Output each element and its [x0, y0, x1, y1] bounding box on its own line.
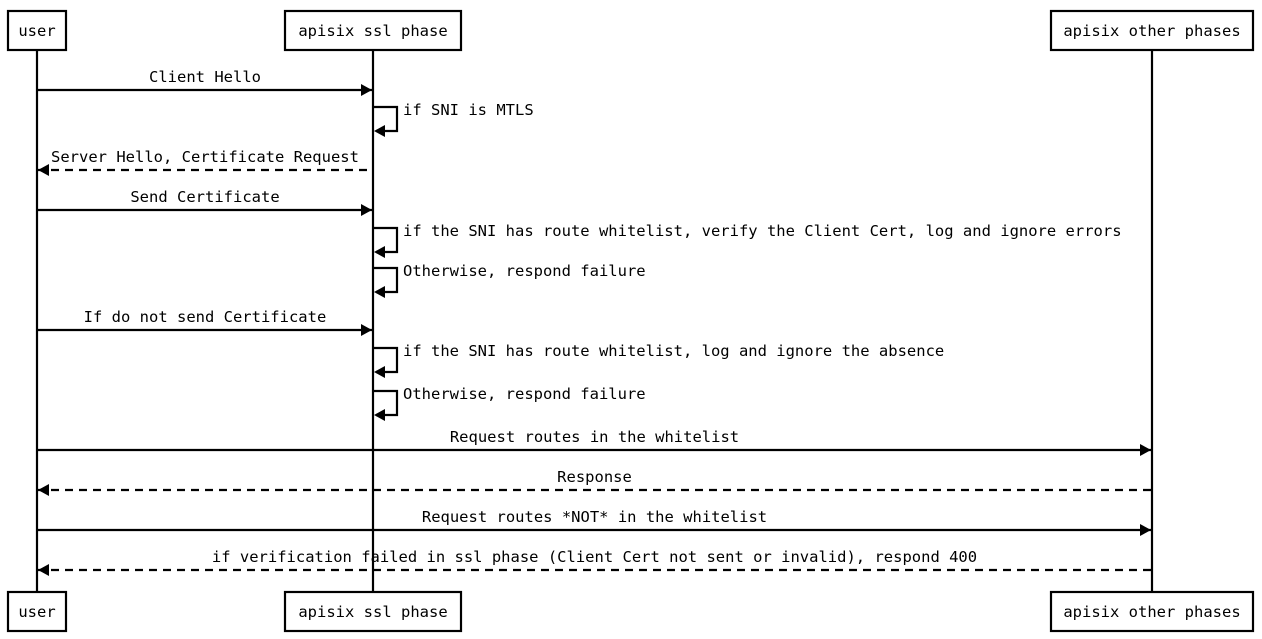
- arrowhead: [38, 164, 49, 176]
- message-label: Request routes *NOT* in the whitelist: [422, 508, 767, 526]
- message-label: Response: [557, 468, 632, 486]
- message-3-arrow[interactable]: Send Certificate: [37, 188, 373, 216]
- message-6-arrow[interactable]: If do not send Certificate: [37, 308, 373, 336]
- message-label: Server Hello, Certificate Request: [51, 148, 359, 166]
- message-5-self-call[interactable]: Otherwise, respond failure: [373, 262, 646, 298]
- arrowhead: [361, 204, 372, 216]
- arrowhead: [374, 409, 385, 421]
- message-2-arrow[interactable]: Server Hello, Certificate Request: [37, 148, 373, 176]
- arrowhead: [374, 246, 385, 258]
- participant-box-other-top[interactable]: apisix other phases: [1049, 9, 1255, 52]
- participant-label-user: user: [18, 22, 55, 40]
- arrowhead: [38, 564, 49, 576]
- self-call-path: [373, 266, 399, 294]
- participant-box-ssl-top[interactable]: apisix ssl phase: [283, 9, 463, 52]
- message-12-arrow[interactable]: if verification failed in ssl phase (Cli…: [37, 548, 1152, 576]
- message-label: Otherwise, respond failure: [403, 385, 646, 403]
- message-10-arrow[interactable]: Response: [37, 468, 1152, 496]
- message-label: if SNI is MTLS: [403, 101, 534, 119]
- message-11-arrow[interactable]: Request routes *NOT* in the whitelist: [37, 508, 1152, 536]
- message-label: Request routes in the whitelist: [450, 428, 739, 446]
- message-8-self-call[interactable]: Otherwise, respond failure: [373, 385, 646, 421]
- arrowhead: [1140, 524, 1151, 536]
- arrowhead: [374, 366, 385, 378]
- message-4-self-call[interactable]: if the SNI has route whitelist, verify t…: [373, 222, 1122, 258]
- participant-box-ssl-bottom[interactable]: apisix ssl phase: [283, 590, 463, 633]
- self-call-path: [373, 346, 399, 374]
- message-label: Otherwise, respond failure: [403, 262, 646, 280]
- messages-layer: Client Hello if SNI is MTLS Server Hello, …: [37, 68, 1152, 576]
- participant-box-other-bottom[interactable]: apisix other phases: [1049, 590, 1255, 633]
- participant-box-user-top[interactable]: user: [6, 9, 68, 52]
- self-call-path: [373, 389, 399, 417]
- arrowhead: [374, 286, 385, 298]
- participant-label-other: apisix other phases: [1063, 22, 1240, 40]
- message-9-arrow[interactable]: Request routes in the whitelist: [37, 428, 1152, 456]
- self-call-path: [373, 105, 399, 133]
- participant-label-ssl: apisix ssl phase: [298, 22, 447, 40]
- arrowhead: [374, 125, 385, 137]
- lifelines-layer: [35, 50, 1154, 592]
- message-7-self-call[interactable]: if the SNI has route whitelist, log and …: [373, 342, 944, 378]
- participant-box-user-bottom[interactable]: user: [6, 590, 68, 633]
- arrowhead: [38, 484, 49, 496]
- participant-label-other: apisix other phases: [1063, 603, 1240, 621]
- message-label: Send Certificate: [130, 188, 279, 206]
- self-call-path: [373, 226, 399, 254]
- message-1-self-call[interactable]: if SNI is MTLS: [373, 101, 534, 137]
- message-label: if the SNI has route whitelist, verify t…: [403, 222, 1122, 240]
- message-label: Client Hello: [149, 68, 261, 86]
- message-label: If do not send Certificate: [84, 308, 327, 326]
- participants-layer: user user apisix ssl phase apisix ssl phase…: [6, 9, 1255, 633]
- message-label: if the SNI has route whitelist, log and …: [403, 342, 944, 360]
- arrowhead: [1140, 444, 1151, 456]
- arrowhead: [361, 84, 372, 96]
- participant-label-ssl: apisix ssl phase: [298, 603, 447, 621]
- message-0-arrow[interactable]: Client Hello: [37, 68, 373, 96]
- participant-label-user: user: [18, 603, 55, 621]
- message-label: if verification failed in ssl phase (Cli…: [212, 548, 977, 566]
- arrowhead: [361, 324, 372, 336]
